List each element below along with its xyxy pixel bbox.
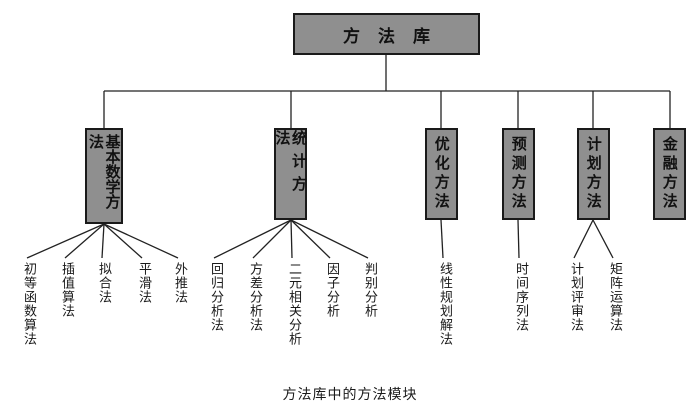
module-label: 基本数学方法	[87, 134, 122, 209]
leaf-connector-stat-4	[290, 219, 369, 259]
leaf-method: 回归分析法	[207, 262, 223, 332]
leaf-method: 计划评审法	[567, 262, 583, 332]
module-basic-math: 基本数学方法	[85, 128, 123, 224]
root-node: 方法库	[293, 13, 480, 55]
module-label: 优化方法	[432, 136, 451, 212]
leaf-method: 平滑法	[135, 262, 151, 304]
leaf-method: 初等函数算法	[20, 262, 36, 346]
leaf-method: 判别分析	[361, 262, 377, 318]
leaf-connector-math-2	[101, 223, 105, 259]
leaf-connector-forecast	[517, 219, 520, 259]
module-label: 统计方法	[273, 130, 309, 199]
leaf-connector-stat-0	[213, 219, 292, 259]
leaf-method: 插值算法	[58, 262, 74, 318]
module-label: 预测方法	[509, 136, 528, 212]
leaf-method: 二元相关分析	[285, 262, 301, 346]
leaf-method: 因子分析	[323, 262, 339, 318]
module-finance: 金融方法	[653, 128, 686, 220]
leaf-connector-stat-1	[252, 219, 292, 259]
leaf-connector-opt	[440, 219, 444, 259]
leaf-connector-math-0	[26, 223, 105, 259]
leaf-method: 线性规划解法	[436, 262, 452, 346]
leaf-method: 时间序列法	[512, 262, 528, 332]
leaf-method: 外推法	[171, 262, 187, 304]
module-label: 金融方法	[660, 136, 679, 212]
leaf-connector-math-1	[64, 223, 105, 259]
module-label: 计划方法	[584, 136, 603, 212]
module-planning: 计划方法	[577, 128, 610, 220]
leaf-connector-math-4	[103, 223, 179, 259]
module-optimization: 优化方法	[425, 128, 458, 220]
leaf-connector-plan-1	[592, 219, 614, 259]
root-label: 方法库	[343, 26, 448, 47]
leaf-connector-plan-0	[573, 219, 594, 259]
leaf-connector-stat-2	[290, 219, 293, 259]
leaf-method: 矩阵运算法	[606, 262, 622, 332]
leaf-method: 方差分析法	[246, 262, 262, 332]
leaf-connector-math-3	[103, 223, 143, 259]
leaf-method: 拟合法	[95, 262, 111, 304]
leaf-connector-stat-3	[290, 219, 331, 259]
module-statistics: 统计方法	[273, 128, 309, 220]
module-forecast: 预测方法	[502, 128, 535, 220]
figure-caption: 方法库中的方法模块	[282, 387, 418, 403]
